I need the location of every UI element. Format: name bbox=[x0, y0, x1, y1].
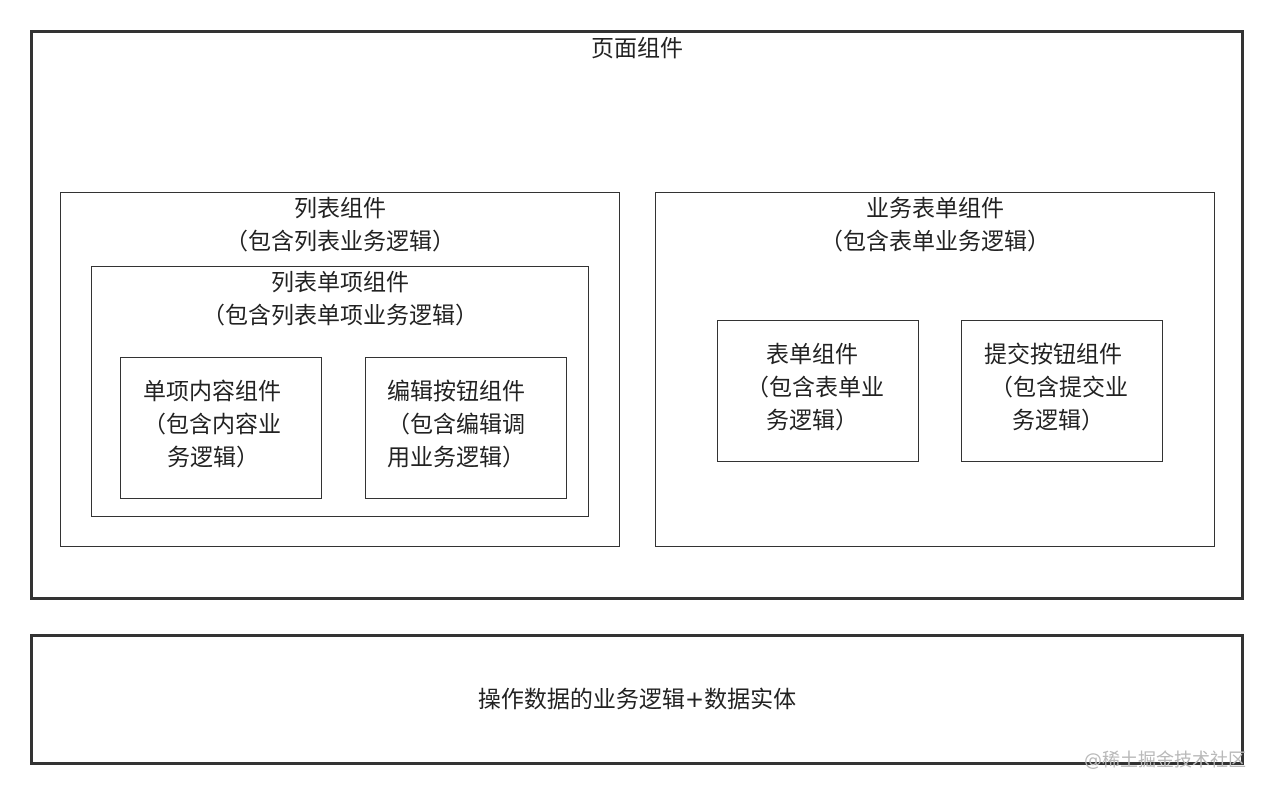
form-component-label: 表单组件 （包含表单业 务逻辑） bbox=[746, 339, 884, 438]
list-item-component-subtitle: （包含列表单项业务逻辑） bbox=[202, 303, 478, 329]
page-component-title: 页面组件 bbox=[591, 36, 683, 62]
submit-button-line-1: 提交按钮组件 bbox=[984, 342, 1122, 368]
edit-button-component-label: 编辑按钮组件 （包含编辑调 用业务逻辑） bbox=[387, 376, 525, 475]
data-layer-label: 操作数据的业务逻辑+数据实体 bbox=[477, 687, 797, 713]
submit-button-component-box: 提交按钮组件 （包含提交业 务逻辑） bbox=[961, 320, 1163, 462]
submit-button-line-3: 务逻辑） bbox=[1012, 408, 1104, 434]
business-form-component-subtitle: （包含表单业务逻辑） bbox=[820, 229, 1050, 255]
item-content-line-3: 务逻辑） bbox=[167, 445, 259, 471]
data-layer-box: 操作数据的业务逻辑+数据实体 bbox=[30, 634, 1244, 765]
edit-button-component-box: 编辑按钮组件 （包含编辑调 用业务逻辑） bbox=[365, 357, 567, 499]
submit-button-line-2: （包含提交业 bbox=[990, 375, 1128, 401]
edit-button-line-1: 编辑按钮组件 bbox=[387, 379, 525, 405]
item-content-line-1: 单项内容组件 bbox=[143, 379, 281, 405]
form-component-box: 表单组件 （包含表单业 务逻辑） bbox=[717, 320, 919, 462]
edit-button-line-3: 用业务逻辑） bbox=[387, 445, 525, 471]
list-component-title: 列表组件 bbox=[294, 196, 386, 222]
form-line-2: （包含表单业 bbox=[746, 375, 884, 401]
item-content-line-2: （包含内容业 bbox=[143, 412, 281, 438]
edit-button-line-2: （包含编辑调 bbox=[387, 412, 525, 438]
submit-button-component-label: 提交按钮组件 （包含提交业 务逻辑） bbox=[984, 339, 1128, 438]
list-item-component-title: 列表单项组件 bbox=[271, 270, 409, 296]
watermark-text: @稀土掘金技术社区 bbox=[1084, 750, 1246, 771]
item-content-component-box: 单项内容组件 （包含内容业 务逻辑） bbox=[120, 357, 322, 499]
business-form-component-title: 业务表单组件 bbox=[866, 196, 1004, 222]
form-line-1: 表单组件 bbox=[766, 342, 858, 368]
list-component-subtitle: （包含列表业务逻辑） bbox=[225, 229, 455, 255]
form-line-3: 务逻辑） bbox=[766, 408, 858, 434]
item-content-component-label: 单项内容组件 （包含内容业 务逻辑） bbox=[143, 376, 281, 475]
